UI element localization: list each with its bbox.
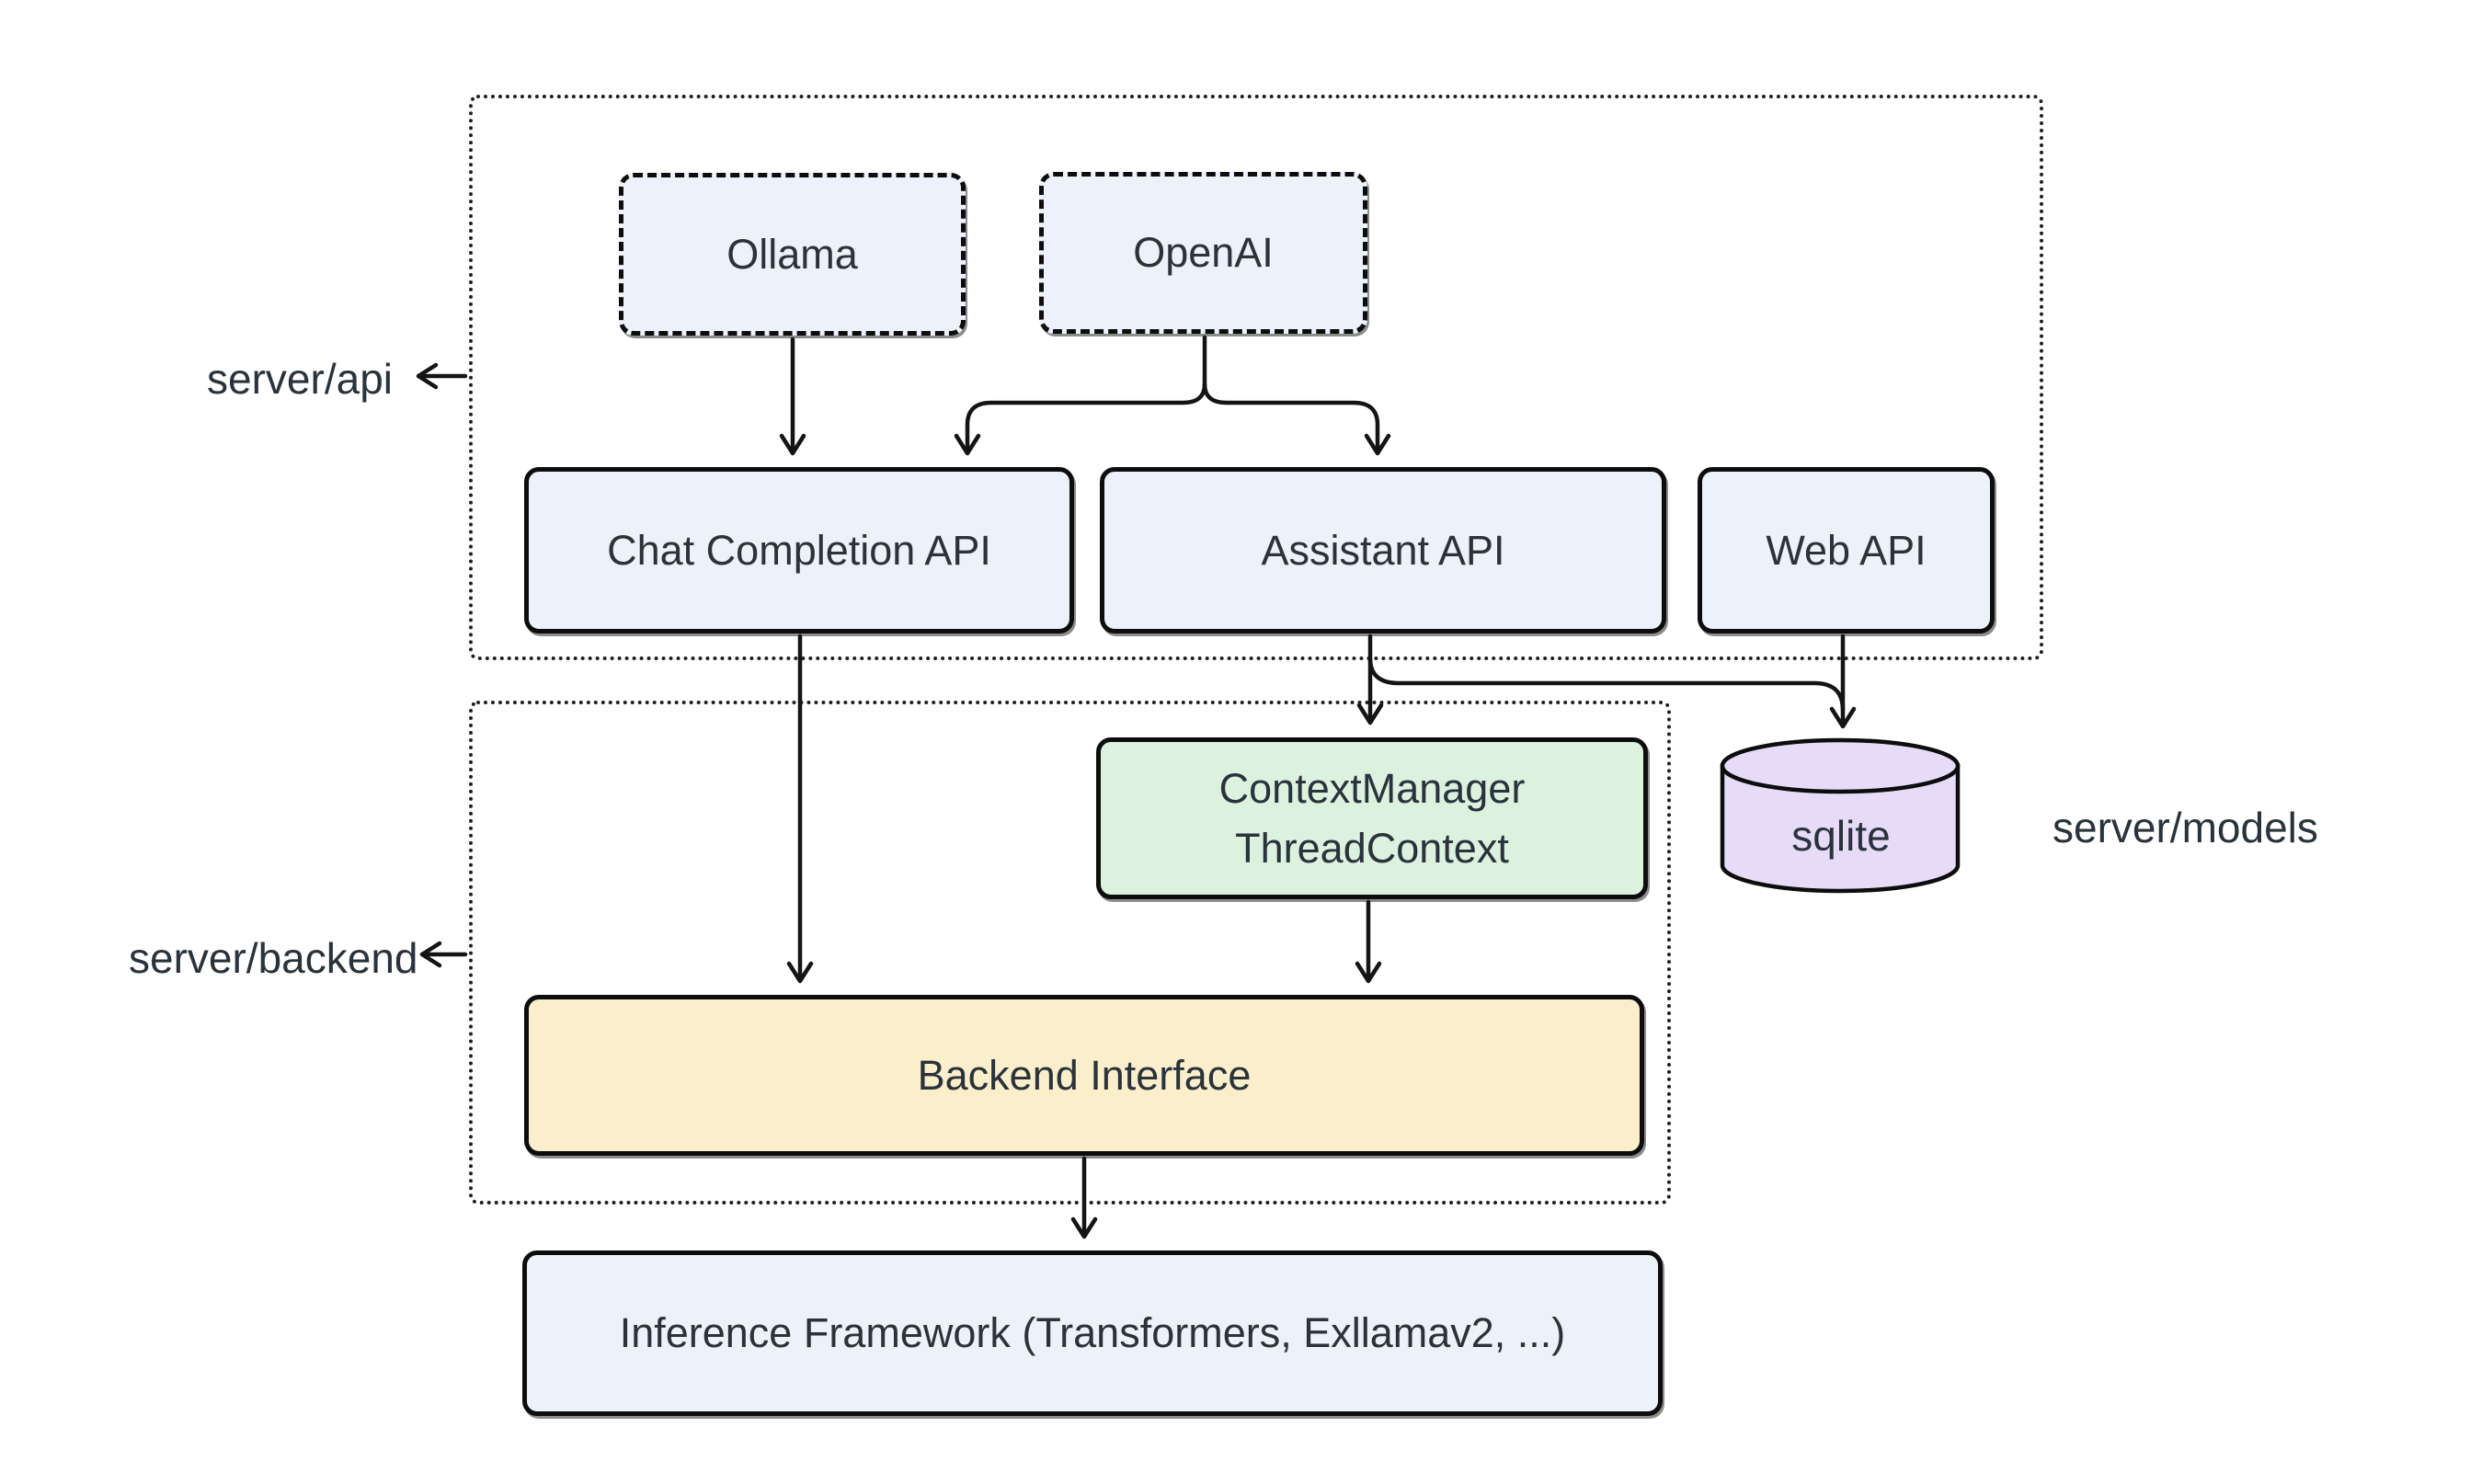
node-context-manager-label-line2: ThreadContext <box>1235 825 1509 872</box>
node-assistant-api: Assistant API <box>1100 467 1666 634</box>
node-openai: OpenAI <box>1039 172 1367 334</box>
node-sqlite-label: sqlite <box>1791 812 1891 860</box>
node-openai-label: OpenAI <box>1133 229 1274 277</box>
node-ollama-label: Ollama <box>726 230 858 278</box>
node-web-api-label: Web API <box>1766 526 1927 574</box>
server-api-label: server/api <box>207 355 393 403</box>
server-api-container <box>469 95 2043 660</box>
node-chat-completion-api: Chat Completion API <box>524 467 1074 634</box>
node-backend-interface-label: Backend Interface <box>917 1051 1252 1099</box>
sqlite-cylinder-top <box>1720 737 1961 794</box>
node-context-manager-label-line1: ContextManager <box>1218 764 1526 812</box>
node-inference-framework: Inference Framework (Transformers, Exlla… <box>522 1250 1663 1416</box>
node-backend-interface: Backend Interface <box>524 995 1644 1156</box>
node-chat-completion-api-label: Chat Completion API <box>607 526 991 574</box>
server-backend-container <box>469 701 1671 1204</box>
node-web-api: Web API <box>1698 467 1995 634</box>
server-backend-label: server/backend <box>129 934 418 982</box>
node-ollama: Ollama <box>619 173 966 336</box>
node-assistant-api-label: Assistant API <box>1261 526 1505 574</box>
node-inference-framework-label: Inference Framework (Transformers, Exlla… <box>619 1309 1566 1357</box>
node-context-manager: ContextManager ThreadContext <box>1096 737 1648 899</box>
server-models-label: server/models <box>2053 804 2318 851</box>
